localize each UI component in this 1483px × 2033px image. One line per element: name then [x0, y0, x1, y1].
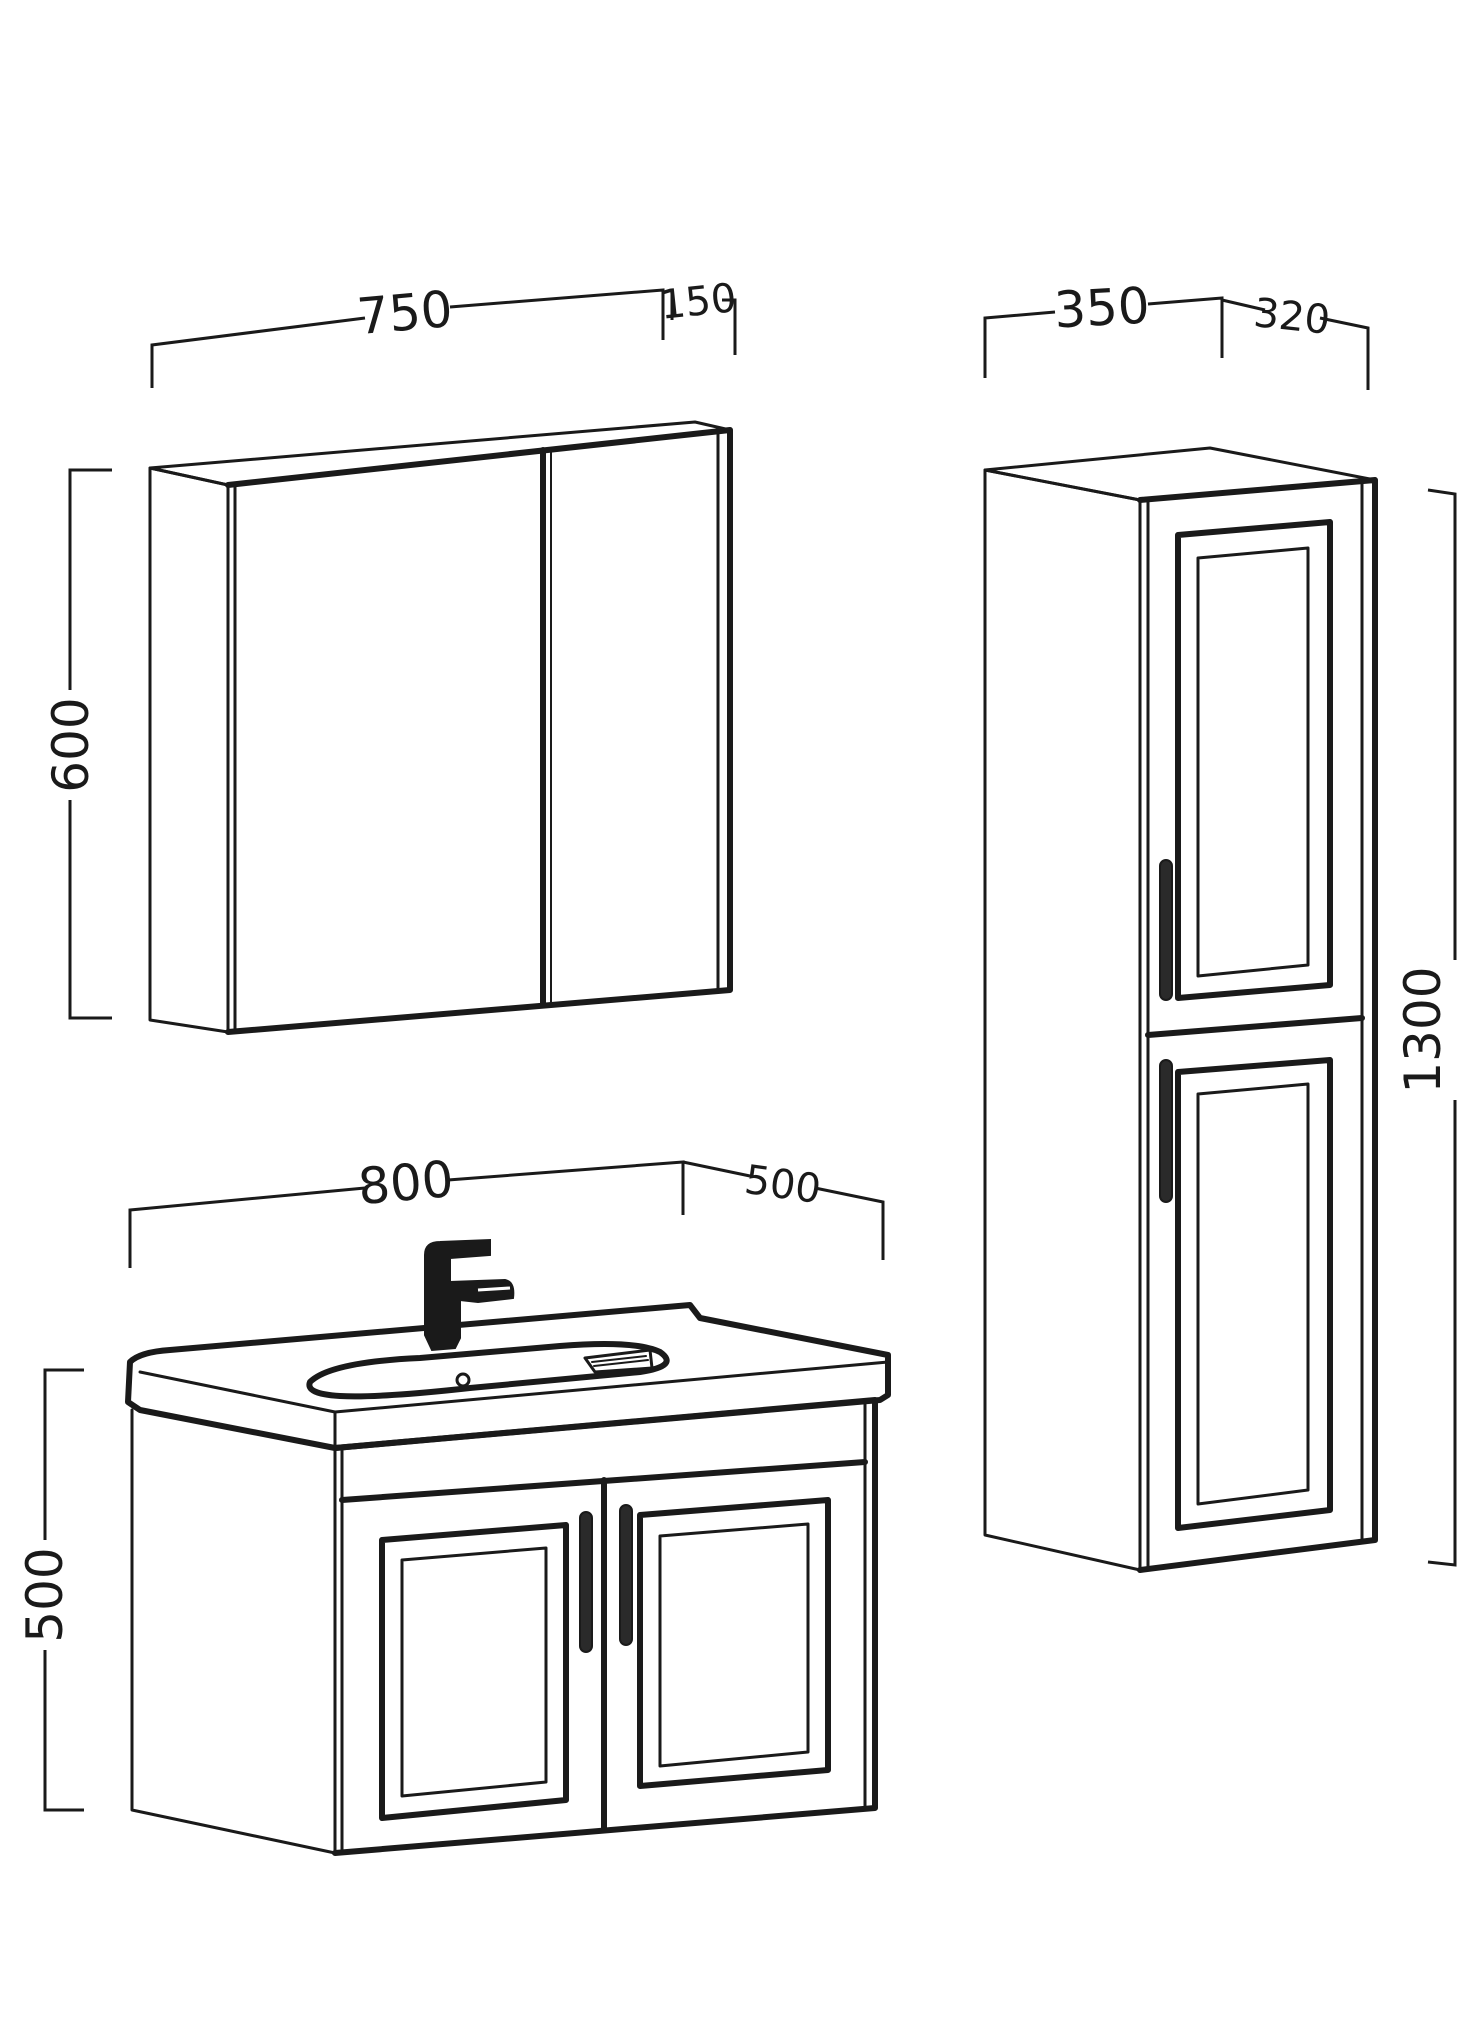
tall-cabinet-width-label: 350 — [1053, 277, 1151, 340]
mirror-cabinet-depth-label: 150 — [658, 275, 739, 329]
tall-cabinet-width-dimension: 350 — [983, 277, 1224, 378]
tall-cabinet-height-dimension: 1300 — [1394, 488, 1457, 1567]
tall-cabinet-height-label: 1300 — [1394, 966, 1452, 1093]
tall-cabinet-upper-handle — [1159, 859, 1173, 1001]
tall-cabinet-lower-handle — [1159, 1059, 1173, 1203]
mirror-cabinet-width-dimension: 750 — [150, 280, 665, 388]
vanity-depth-dimension: 500 — [682, 1157, 885, 1260]
mirror-cabinet-width-label: 750 — [355, 280, 455, 346]
vanity-right-handle — [619, 1504, 633, 1646]
mirror-cabinet-height-dimension: 600 — [42, 468, 112, 1020]
vanity-depth-label: 500 — [742, 1157, 824, 1213]
vanity-left-handle — [579, 1511, 593, 1653]
mirror-cabinet-height-label: 600 — [42, 697, 100, 792]
vanity-unit — [125, 1302, 891, 1856]
vanity-height-dimension: 500 — [16, 1368, 84, 1812]
vanity-height-label: 500 — [16, 1547, 74, 1642]
tall-cabinet-depth-label: 320 — [1251, 290, 1332, 344]
vanity-width-dimension: 800 — [128, 1150, 685, 1268]
mirror-cabinet — [148, 420, 733, 1035]
faucet-icon — [424, 1238, 515, 1352]
tall-cabinet — [983, 446, 1378, 1573]
tall-cabinet-depth-dimension: 320 — [1221, 290, 1370, 390]
mirror-cabinet-depth-dimension: 150 — [658, 275, 739, 355]
vanity-width-label: 800 — [356, 1150, 456, 1216]
